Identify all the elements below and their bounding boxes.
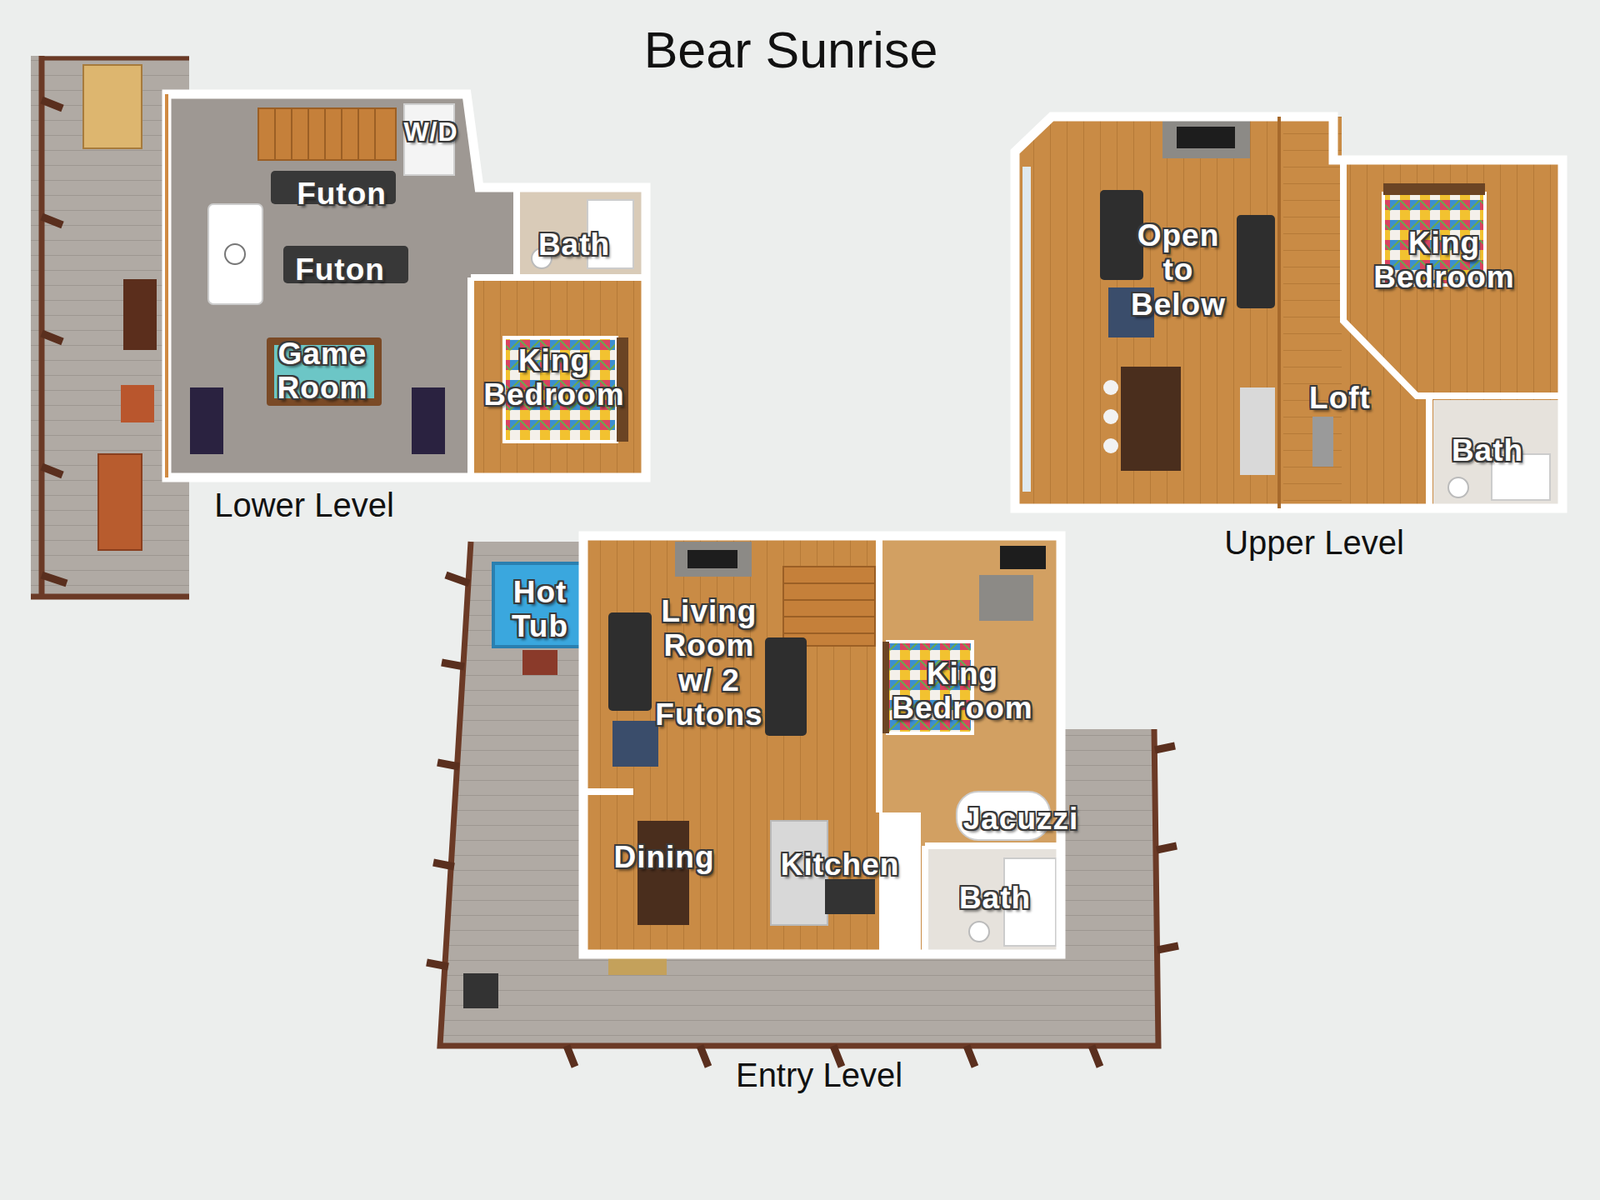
interior-walls [1343,160,1563,509]
room-label: Loft [1290,380,1390,415]
fridge-counter [879,812,921,955]
upper-level-plan [1015,116,1563,509]
windows [1022,166,1031,492]
deck-railing [39,55,45,597]
bath-floor [925,845,1061,955]
tv [687,550,738,569]
entry-floor [583,535,1061,955]
futon [765,637,807,736]
toilet [969,921,990,942]
hot-tub [493,563,585,647]
room-label: Open to Below [1120,218,1237,322]
room-label: Bath [515,227,633,262]
rug [612,720,659,767]
bedroom-fireplace [979,575,1034,621]
chair [1103,380,1119,395]
room-label: King Bedroom [1365,225,1524,295]
tv [1176,126,1235,149]
exterior-walls [583,535,1061,955]
railing-seat [1240,387,1275,475]
bedroom-floor [470,277,646,478]
air-hockey-mark [225,244,245,265]
stair-treads [275,108,375,160]
bath-floor [1433,400,1560,505]
hot-tub-steps [522,650,558,675]
room-label: Futon [256,252,424,287]
interior-walls [583,535,1061,955]
deck [30,55,190,597]
pinball-machine [411,387,445,455]
loft-rug [1312,416,1334,467]
pinball-machine [190,387,224,455]
deck-bench [608,956,667,975]
deck-posts [41,100,67,584]
level-caption: Upper Level [1224,524,1405,562]
chair [1103,409,1119,425]
stair-treads [783,583,875,634]
level-caption: Entry Level [735,1056,903,1095]
room-label: W/D [380,117,481,148]
room-label: Hot Tub [494,575,586,645]
diagram-title: Bear Sunrise [644,20,939,80]
lower-level-plan [30,55,646,597]
deck-chair [463,973,499,1009]
bedroom-floor [879,535,1061,846]
futon [608,612,652,711]
room-label: Kitchen [756,847,924,882]
room-label: Dining [585,840,744,875]
headboard [1383,183,1485,195]
deck-chair [123,279,157,350]
deck-bench [83,65,142,149]
loft-floor [1283,116,1342,509]
room-label: Bath [940,880,1050,915]
room-label: Living Room w/ 2 Futons [642,594,776,733]
toilet [1448,477,1469,498]
room-label: Jacuzzi [937,801,1105,836]
exterior-walls [166,94,646,478]
dining-table [1120,366,1181,471]
fireplace [1162,116,1250,159]
upper-floor [1015,116,1563,509]
air-hockey-table [208,204,263,305]
level-caption: Lower Level [214,486,395,525]
stove [825,879,875,915]
chair [1103,438,1119,454]
deck-bench [98,454,142,550]
room-label: King Bedroom [883,656,1042,726]
windows [165,94,169,478]
entry-level-plan [426,535,1179,1067]
deck-chair [120,385,155,423]
deck-railing [41,56,190,61]
floor-level: Upper Level [1004,104,1580,567]
futon [1100,190,1144,280]
deck-posts [426,575,1179,1067]
game-room-floor [166,94,646,478]
room-label: King Bedroom [475,343,634,413]
floor-level: Lower Level [25,50,663,534]
room-label: Futon [258,176,425,211]
exterior-walls [1015,116,1563,509]
interior-walls [470,187,646,478]
tv [1000,545,1046,570]
stairs [258,108,396,160]
room-label: Bath [1433,433,1542,468]
bath-floor [516,190,646,278]
fireplace [675,541,752,577]
room-label: Game Room [260,336,385,406]
deck-railing [30,594,190,600]
stairs [783,566,875,646]
futon [1236,215,1275,309]
loft-railing [1277,116,1281,509]
